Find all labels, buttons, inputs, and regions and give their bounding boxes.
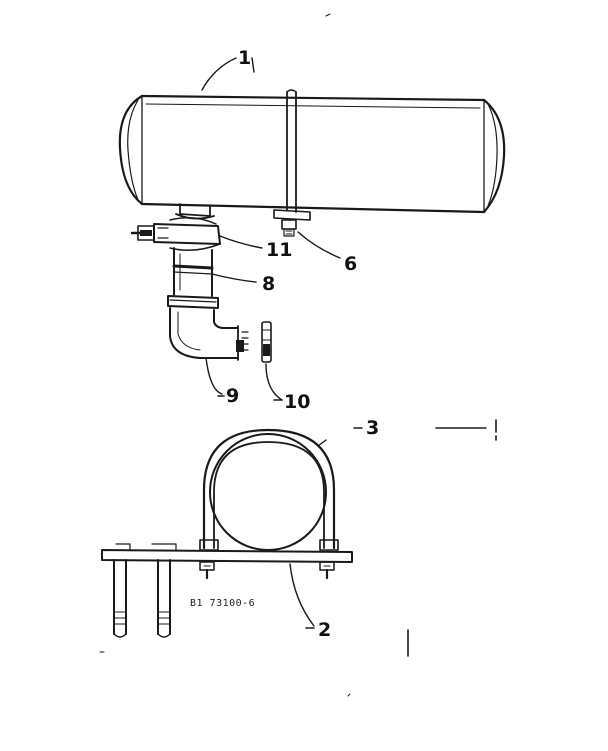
leader-lines [201, 57, 341, 627]
scan-marks [99, 13, 497, 697]
tank [118, 89, 506, 221]
plug [261, 321, 272, 363]
figure-code: B1 73100-6 [190, 598, 255, 609]
elbow [167, 295, 249, 361]
callout-10: 10 [284, 391, 310, 413]
callout-1: 1 [238, 47, 251, 69]
nut [281, 219, 297, 237]
u-bolt [199, 428, 339, 551]
pipe-section [209, 433, 327, 551]
clamp [130, 217, 221, 251]
callout-9: 9 [226, 385, 239, 407]
callout-dashes [217, 395, 363, 629]
callout-3: 3 [366, 417, 379, 439]
callout-11: 11 [266, 239, 292, 261]
callout-2: 2 [318, 619, 331, 641]
callout-8: 8 [262, 273, 275, 295]
callout-6: 6 [344, 253, 357, 275]
mounting-bolts [113, 559, 171, 638]
u-bolt-strap [101, 543, 353, 580]
nipple [172, 247, 214, 297]
